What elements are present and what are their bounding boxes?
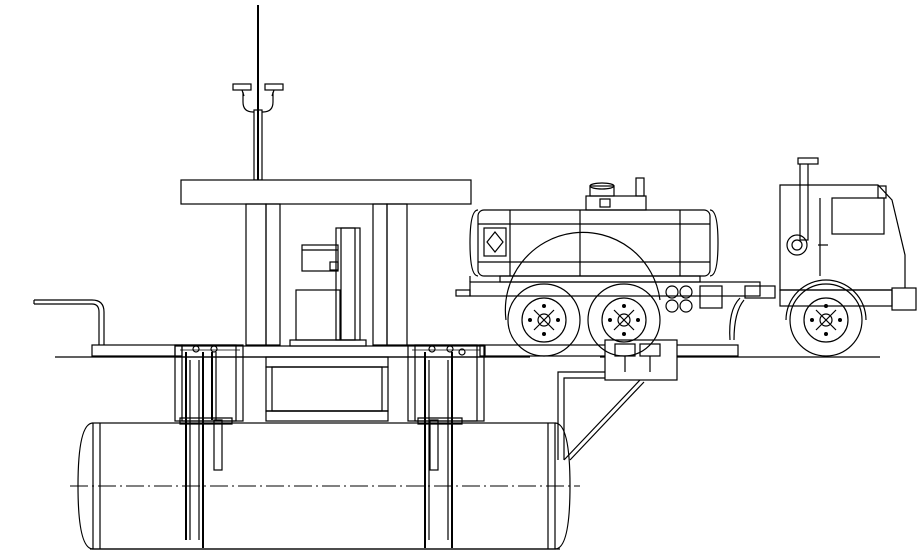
underground-tank [70,422,580,550]
fuel-tanker-truck [455,157,917,357]
wheel-hubs [528,304,842,336]
filling-coupling-box [557,339,678,461]
manhole-right [407,344,485,548]
manhole-left [174,344,244,548]
vent-fill-pipe [33,299,105,345]
canopy [180,179,472,346]
fuel-dispenser [289,227,367,347]
ground-line [55,344,880,358]
lighting-mast [232,5,284,181]
pump-island [174,345,486,422]
